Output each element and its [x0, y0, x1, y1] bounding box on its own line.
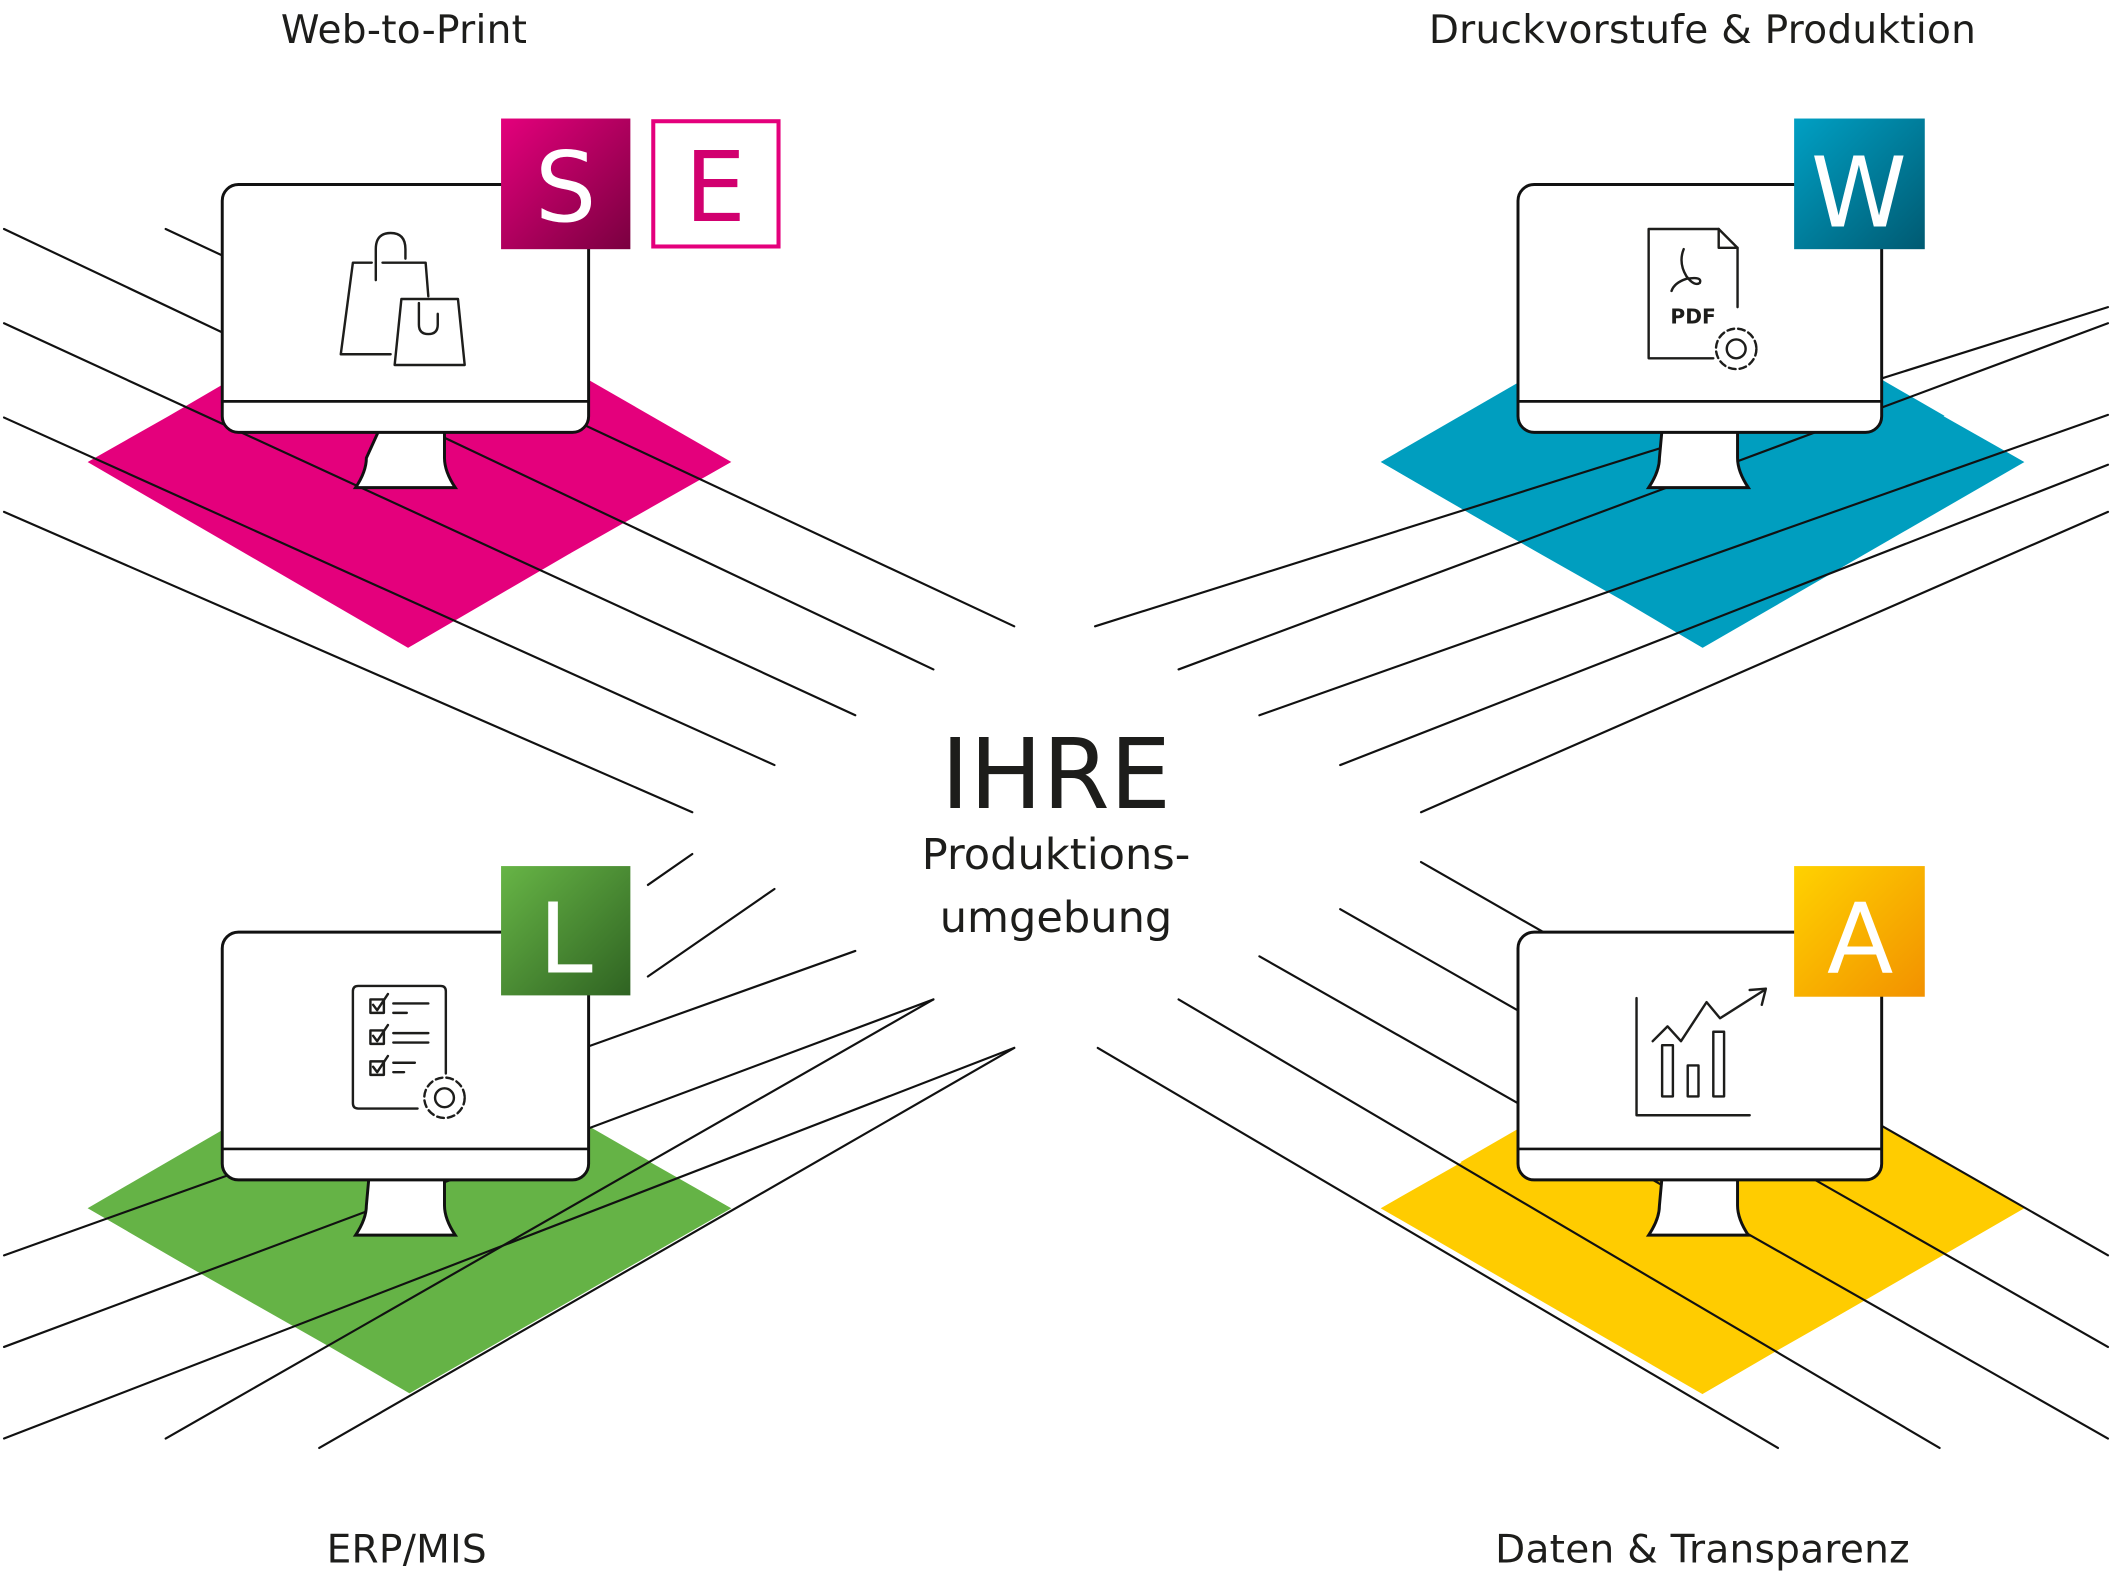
badge-w: W [1794, 118, 1925, 249]
badge-s: S [501, 118, 631, 250]
center-subtitle-line1: Produktions- [922, 830, 1191, 880]
quadrant-web-to-print: Web-to-Print [2, 8, 1016, 814]
center-title: IHRE [941, 718, 1171, 831]
monitor: PDF [1516, 183, 1884, 490]
pdf-gear-icon: PDF [1647, 227, 1758, 371]
quadrant-daten-transparenz: Daten & Transparenz [1096, 860, 2110, 1572]
badge-a: A [1794, 866, 1925, 997]
quadrant-erp-mis: ERP/MIS [2, 852, 1016, 1572]
checklist-gear-icon [351, 984, 466, 1120]
monitor [1516, 930, 1884, 1237]
quadrant-druckvorstufe-produktion: Druckvorstufe & Produktion PDF [1093, 8, 2110, 814]
svg-text:PDF: PDF [1670, 304, 1715, 328]
badge-l: L [501, 866, 631, 995]
shopping-bags-icon [339, 231, 466, 367]
monitor [220, 183, 591, 490]
svg-text:E: E [685, 131, 746, 244]
monitor [220, 930, 591, 1237]
svg-text:W: W [1811, 136, 1907, 249]
connector-lines [1093, 306, 2110, 814]
svg-text:S: S [535, 131, 597, 244]
quadrant-label: ERP/MIS [327, 1527, 487, 1572]
svg-text:L: L [539, 882, 593, 995]
quadrant-label: Web-to-Print [281, 8, 527, 53]
bar-chart-trend-icon [1635, 987, 1768, 1117]
quadrant-label: Daten & Transparenz [1495, 1527, 1910, 1572]
svg-text:A: A [1827, 882, 1893, 995]
center-label: IHRE Produktions- umgebung [922, 718, 1191, 943]
center-subtitle-line2: umgebung [940, 893, 1173, 943]
quadrant-label: Druckvorstufe & Produktion [1429, 8, 1976, 53]
badge-e: E [651, 119, 781, 249]
